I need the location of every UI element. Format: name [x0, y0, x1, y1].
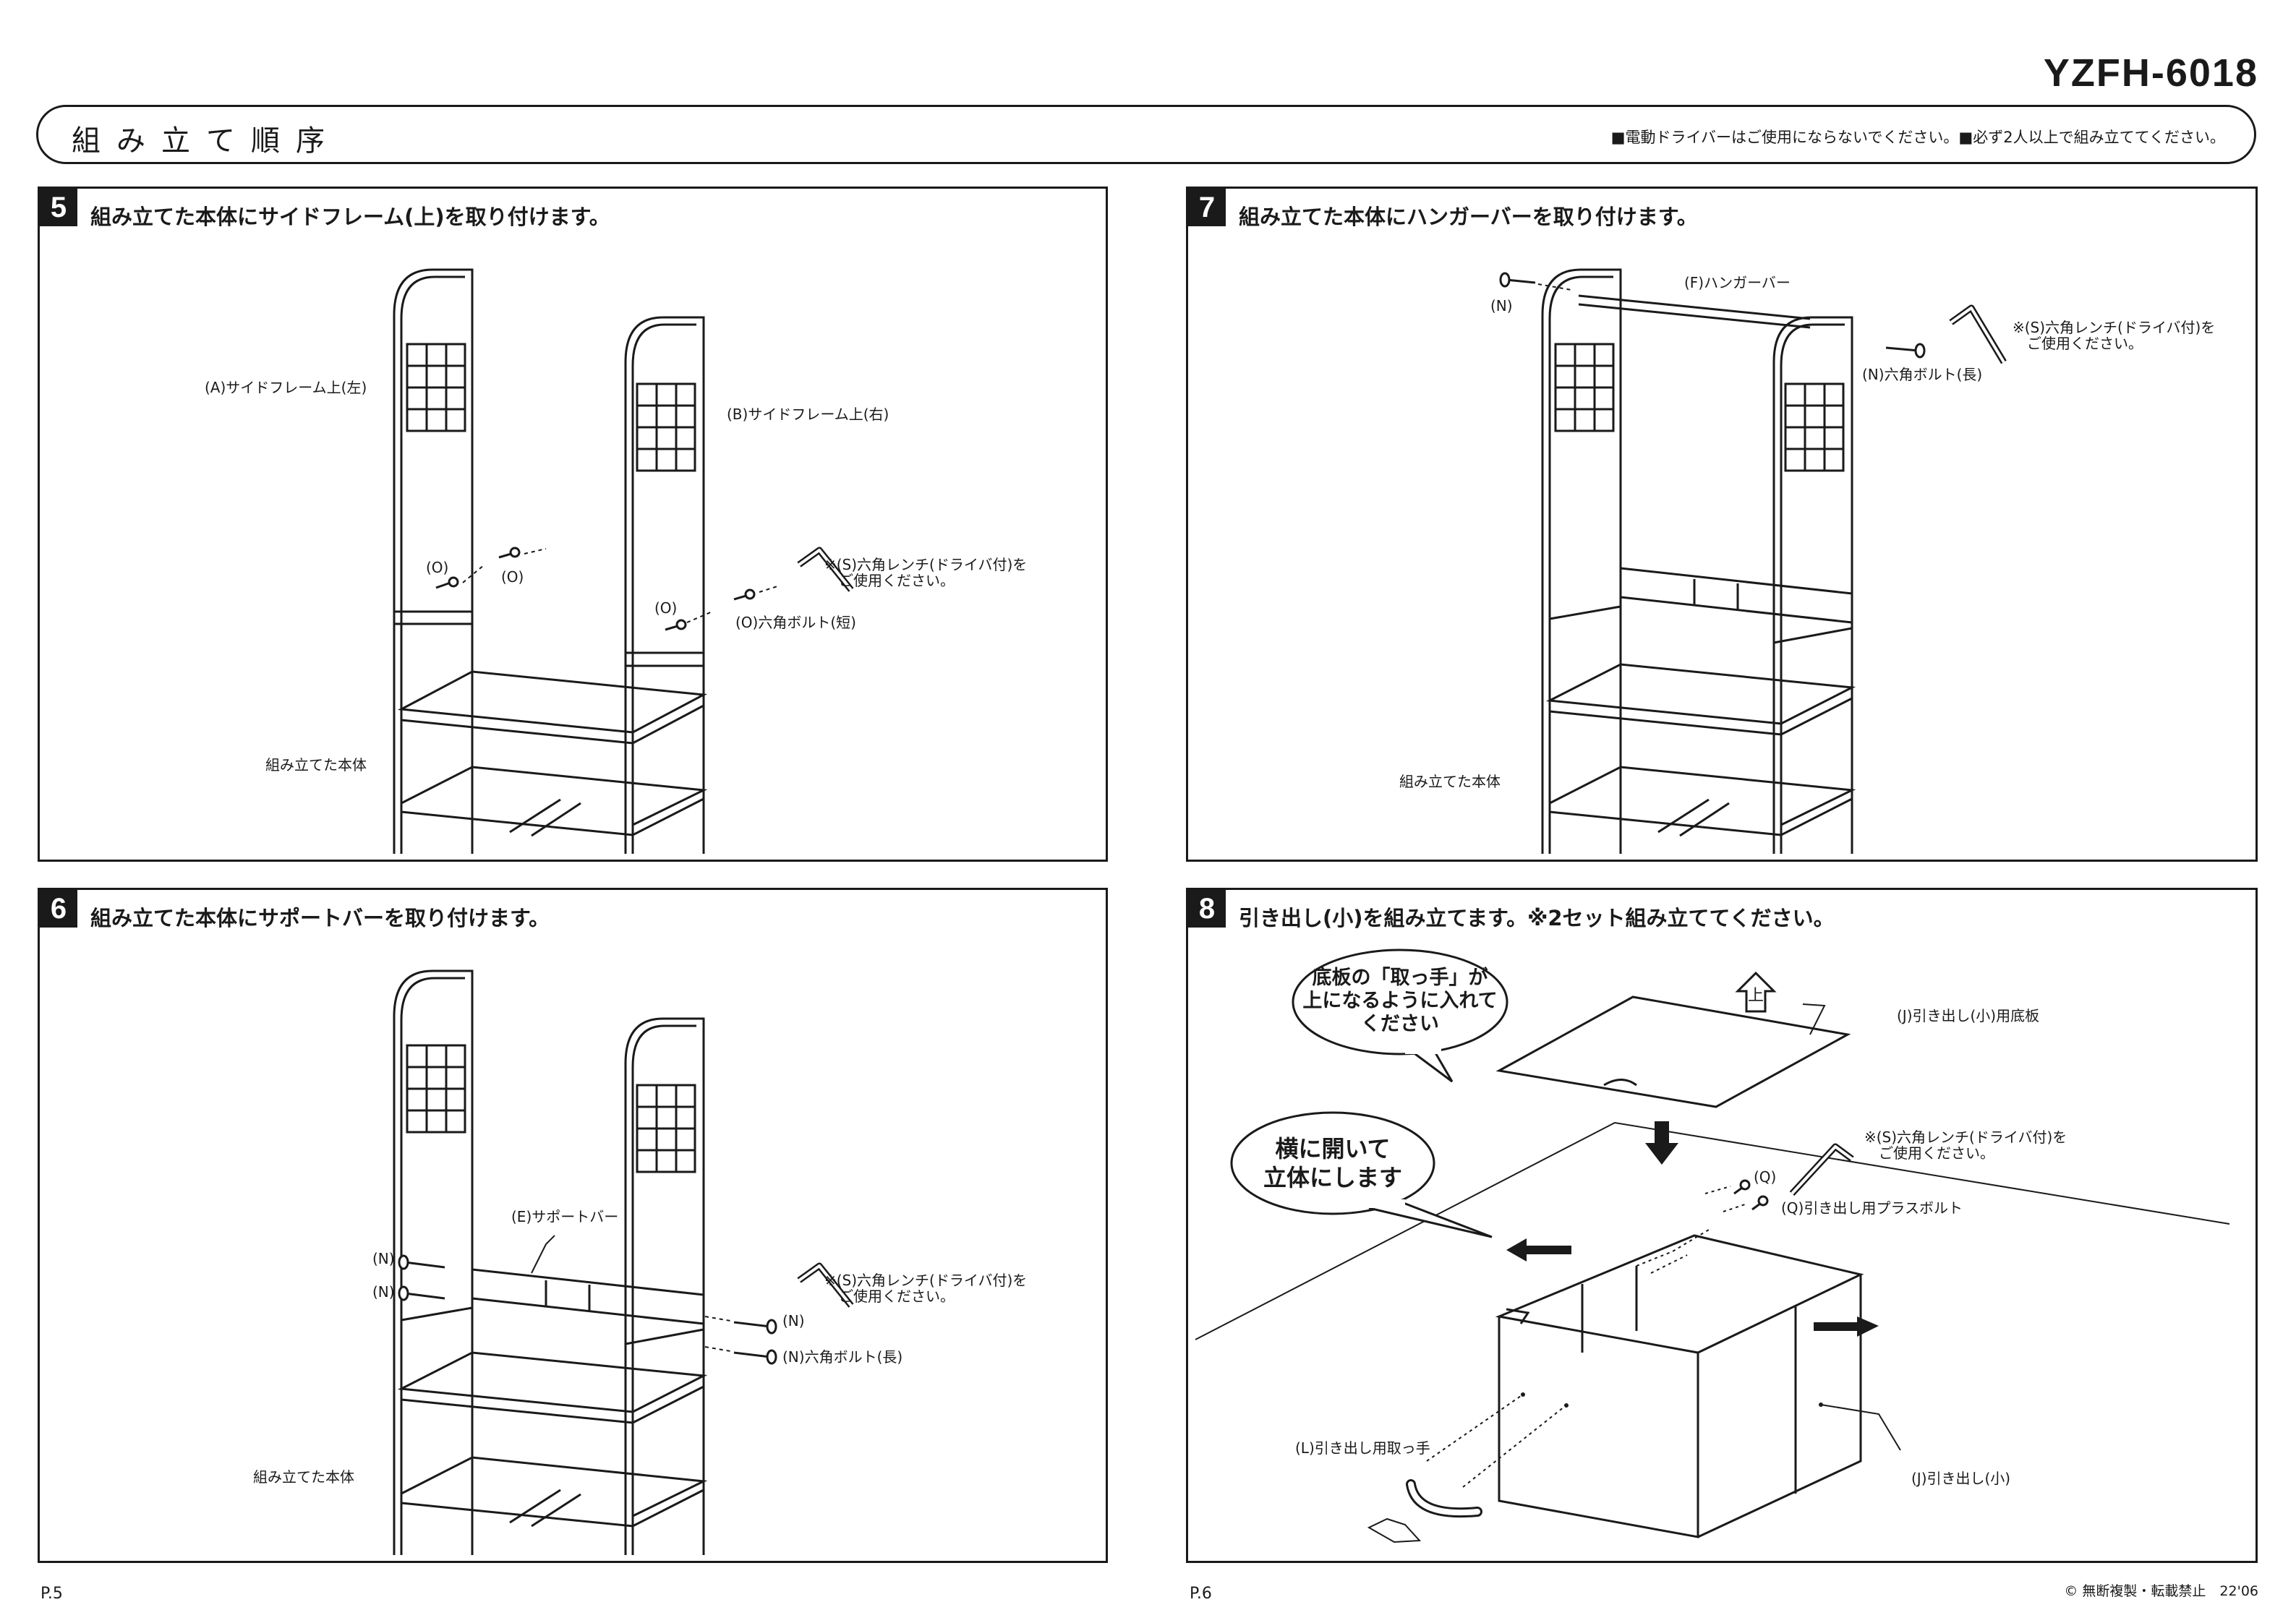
label-wrench-note-2: ご使用ください。 — [839, 572, 955, 589]
label-plus-bolt: (Q)引き出し用プラスボルト — [1781, 1199, 1963, 1217]
step-6-illustration — [393, 969, 854, 1555]
model-number: YZFH-6018 — [2043, 51, 2258, 95]
step-8-number: 8 — [1188, 890, 1226, 928]
step-5-panel: 5 組み立てた本体にサイドフレーム(上)を取り付けます。 — [38, 187, 1108, 862]
bubble-open-sideways: 横に開いて 立体にします — [1232, 1134, 1434, 1192]
label-wrench-note: ※(S)六角レンチ(ドライバ付)を — [2013, 319, 2216, 336]
label-wrench-note: ※(S)六角レンチ(ドライバ付)を — [824, 556, 1028, 573]
label-q: (Q) — [1754, 1168, 1777, 1186]
bubble-insert-line-3: ください — [1361, 1013, 1439, 1035]
label-drawer-bottom-board: (J)引き出し(小)用底板 — [1897, 1007, 2040, 1024]
label-o-3: (O) — [654, 599, 678, 617]
step-6-panel: 6 組み立てた本体にサポートバーを取り付けます。 — [38, 888, 1108, 1563]
header-bar: 組み立て順序 ■電動ドライバーはご使用にならないでください。■必ず2人以上で組み… — [36, 105, 2256, 164]
label-side-frame-right: (B)サイドフレーム上(右) — [727, 406, 889, 423]
label-side-frame-left: (A)サイドフレーム上(左) — [205, 379, 367, 396]
label-hanger-bar: (F)ハンガーバー — [1684, 274, 1791, 291]
up-mark: 上 — [1748, 987, 1764, 1005]
page-title: 組み立て順序 — [72, 124, 341, 158]
bubble-insert-line-1: 底板の「取っ手」が — [1312, 967, 1488, 989]
label-drawer-small: (J)引き出し(小) — [1911, 1470, 2011, 1487]
step-7-illustration — [1499, 268, 2007, 854]
step-5-number: 5 — [40, 189, 77, 226]
step-6-title: 組み立てた本体にサポートバーを取り付けます。 — [90, 906, 550, 930]
label-assembled-body: 組み立てた本体 — [1399, 773, 1501, 790]
bubble-open-line-1: 横に開いて — [1275, 1135, 1391, 1162]
label-n-1: (N) — [372, 1250, 395, 1267]
label-assembled-body: 組み立てた本体 — [253, 1468, 354, 1486]
step-8-illustration — [1195, 948, 2230, 1543]
label-wrench-note-2: ご使用ください。 — [2027, 335, 2143, 352]
step-6-number: 6 — [40, 890, 77, 928]
label-assembled-body: 組み立てた本体 — [265, 756, 367, 774]
step-7-number: 7 — [1188, 189, 1226, 226]
label-wrench-note: ※(S)六角レンチ(ドライバ付)を — [1864, 1129, 2067, 1146]
label-long-bolt: (N)六角ボルト(長) — [1862, 366, 1983, 383]
step-8-title: 引き出し(小)を組み立てます。※2セット組み立ててください。 — [1239, 906, 1835, 930]
bubble-open-line-2: 立体にします — [1263, 1164, 1402, 1191]
step-5-illustration — [393, 268, 854, 854]
header-notice: ■電動ドライバーはご使用にならないでください。■必ず2人以上で組み立ててください… — [1610, 129, 2225, 146]
bubble-insert-line-2: 上になるように入れて — [1302, 990, 1498, 1012]
copyright: © 無断複製・転載禁止 22'06 — [2064, 1583, 2258, 1599]
label-long-bolt: (N)六角ボルト(長) — [782, 1348, 903, 1366]
label-n-2: (N) — [372, 1283, 395, 1301]
label-n: (N) — [1490, 297, 1513, 314]
label-wrench-note: ※(S)六角レンチ(ドライバ付)を — [824, 1272, 1028, 1289]
step-7-panel: 7 組み立てた本体にハンガーバーを取り付けます。 — [1186, 187, 2258, 862]
step-5-title: 組み立てた本体にサイドフレーム(上)を取り付けます。 — [90, 205, 610, 229]
label-short-bolt: (O)六角ボルト(短) — [735, 614, 856, 631]
page-number-left: P.5 — [40, 1585, 63, 1603]
step-7-title: 組み立てた本体にハンガーバーを取り付けます。 — [1239, 205, 1698, 229]
label-support-bar: (E)サポートバー — [511, 1208, 619, 1225]
label-wrench-note-2: ご使用ください。 — [839, 1288, 955, 1305]
label-o-1: (O) — [426, 559, 449, 576]
label-wrench-note-2: ご使用ください。 — [1879, 1144, 1994, 1162]
page-number-right: P.6 — [1190, 1585, 1212, 1603]
label-drawer-handle: (L)引き出し用取っ手 — [1295, 1439, 1430, 1457]
bubble-insert-board: 底板の「取っ手」が 上になるように入れて ください — [1293, 967, 1507, 1036]
label-n-3: (N) — [782, 1312, 805, 1329]
label-o-2: (O) — [501, 568, 524, 586]
step-8-panel: 8 引き出し(小)を組み立てます。※2セット組み立ててください。 — [1186, 888, 2258, 1563]
